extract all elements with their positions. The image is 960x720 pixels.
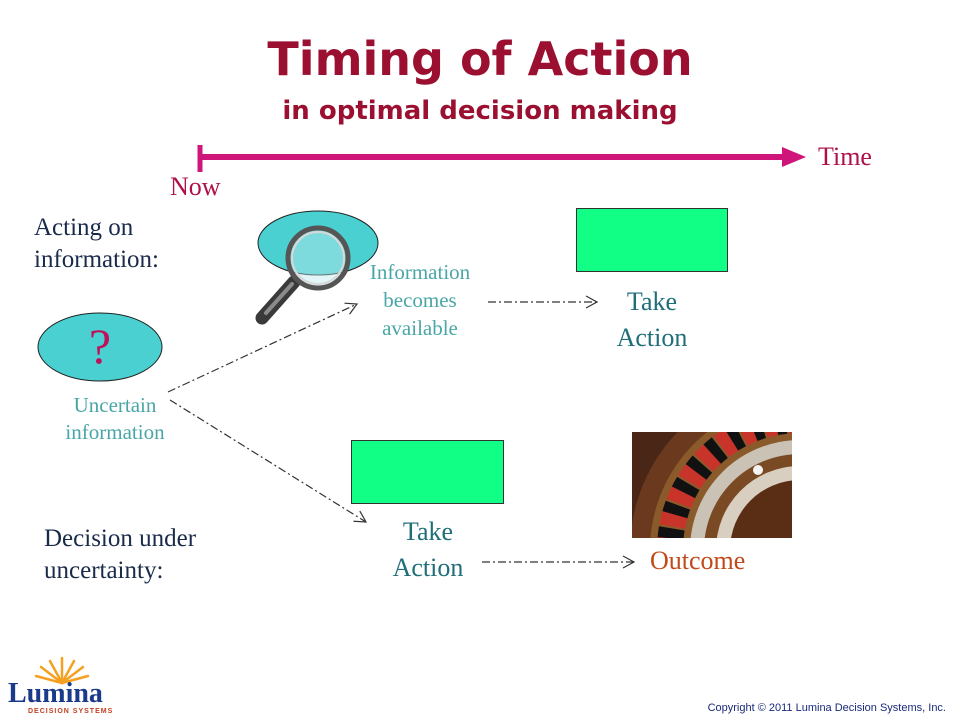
take-action-box-bottom: [351, 440, 504, 504]
arrow-to-information: [167, 302, 359, 393]
uncertain-info-ellipse: [37, 312, 163, 382]
acting-on-information-label: Acting on information:: [34, 214, 159, 273]
timeline-arrow: [197, 145, 806, 172]
copyright-text: Copyright © 2011 Lumina Decision Systems…: [707, 702, 946, 714]
timeline-now-label: Now: [170, 172, 221, 201]
timeline-time-label: Time: [818, 142, 872, 171]
roulette-image: [632, 432, 792, 538]
take-action-box-top: [576, 208, 728, 272]
lumina-sun-icon: [34, 656, 90, 685]
magnifier-icon: [255, 225, 351, 325]
outcome-label: Outcome: [650, 546, 746, 575]
uncertain-information-label: Uncertain information: [65, 393, 165, 444]
slide-title: Timing of Action: [267, 32, 693, 86]
take-action-label-bottom: Take Action: [392, 517, 464, 582]
question-mark-icon: ?: [88, 318, 112, 374]
lumina-logo-tagline: DECISION SYSTEMS: [28, 708, 114, 715]
take-action-label-top: Take Action: [616, 287, 688, 352]
slide-subtitle: in optimal decision making: [282, 96, 678, 126]
decision-under-uncertainty-label: Decision under uncertainty:: [44, 525, 197, 584]
information-becomes-available-label: Information becomes available: [369, 260, 471, 340]
lumina-logo: Lumina: [8, 678, 103, 709]
arrow-to-take-action: [169, 399, 368, 523]
